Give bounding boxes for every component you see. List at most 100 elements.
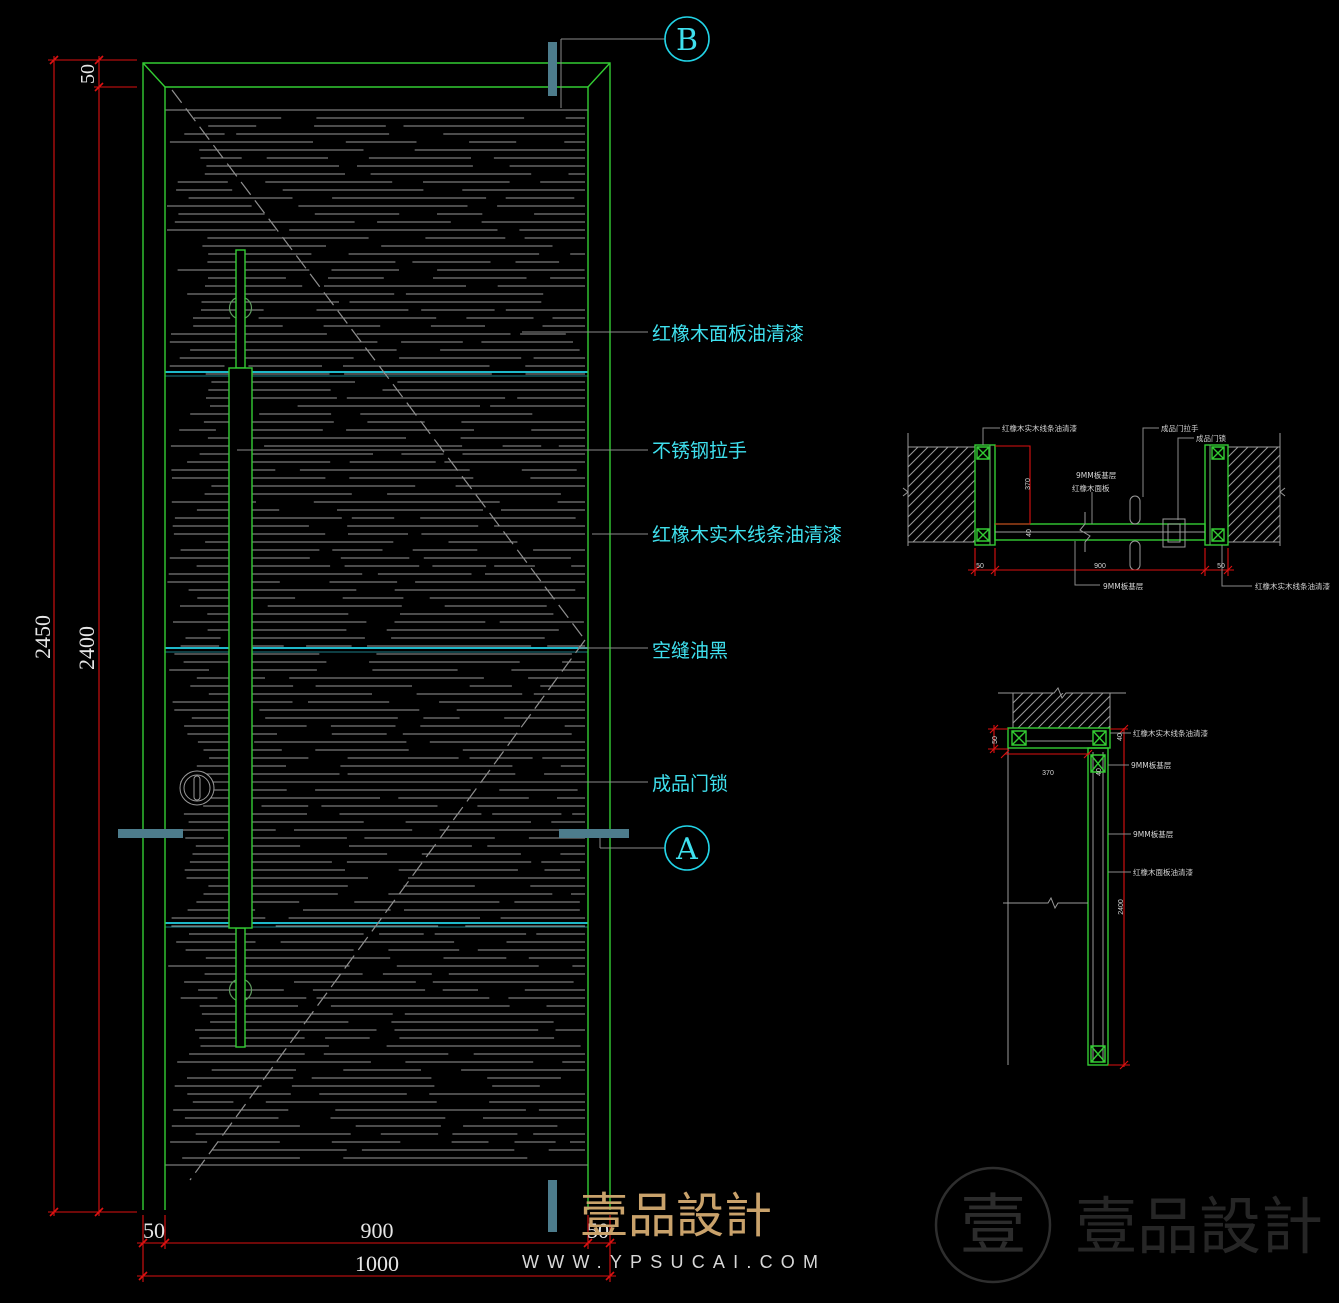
frame-miter-right <box>587 62 611 88</box>
watermark: 壹品設計 WWW.YPSUCAI.COM 壹 壹品設計 <box>522 1166 1323 1284</box>
wall-hatch-line <box>908 449 975 518</box>
handle-bar-upper <box>235 249 246 369</box>
wall-hatch-line <box>972 539 975 542</box>
a-dim-width: 900 <box>1094 563 1106 570</box>
b-dim-height: 2400 <box>1118 899 1125 915</box>
frame-block-cross <box>1211 446 1225 542</box>
wall-hatch-line <box>1057 693 1094 728</box>
wall-hatch-line <box>908 459 975 528</box>
a-label-panel: 红橡木面板 <box>1072 483 1110 493</box>
wall-hatch-line <box>1043 447 1138 542</box>
wall-hatch-line <box>1242 504 1280 542</box>
lock-rosette <box>179 770 215 806</box>
dim-leaf-height: 2400 <box>74 626 99 670</box>
wall-hatch-line <box>1228 447 1279 498</box>
wall-hatch-line <box>1138 693 1173 728</box>
wall-hatch-line <box>1128 693 1163 728</box>
marker-b-letter: B <box>676 23 698 58</box>
door-leaf-section <box>1087 747 1109 1066</box>
label-groove: 空缝油黑 <box>652 640 728 662</box>
wall-hatch-line <box>908 447 969 508</box>
swing-line-lower <box>189 639 586 1181</box>
section-a-detail: 红橡木实木线条油清漆 成品门拉手 成品门锁 9MM板基层 红橡木面板 9MM板基… <box>902 423 1339 591</box>
wall-hatch-line <box>1252 514 1280 542</box>
wall-hatch-line <box>1037 693 1074 728</box>
wall-hatch-line <box>962 529 975 542</box>
leaf-offset-outline <box>995 445 1031 525</box>
wall-hatch-line <box>1047 693 1084 728</box>
label-trim: 红橡木实木线条油清漆 <box>652 524 842 546</box>
wall-hatch-line <box>1232 494 1280 542</box>
wall-hatch-right <box>1228 447 1339 542</box>
section-b-detail: 红橡木实木线条油清漆 9MM板基层 9MM板基层 红橡木面板油清漆 50 40 … <box>988 687 1208 1070</box>
section-marker-b: B <box>548 16 710 108</box>
b-dim-frame-right: 40 <box>1117 733 1124 741</box>
section-cut-bar-right <box>559 829 629 838</box>
dim-left-stile: 50 <box>143 1218 165 1243</box>
wall-hatch-line <box>908 447 949 488</box>
frame-block-cross <box>976 446 990 542</box>
a-label-base: 9MM板基层 <box>1076 470 1117 480</box>
marker-a-letter: A <box>675 832 698 867</box>
wall-hatch-line <box>1077 695 1110 728</box>
wall-hatch-line <box>1303 447 1339 542</box>
wall-hatch-line <box>1013 693 1044 724</box>
wall-hatch-line <box>1118 693 1153 728</box>
frame-block-cross <box>1090 754 1106 1063</box>
wall-hatch-line <box>1013 693 1014 694</box>
watermark-brand: 壹品設計 <box>580 1188 772 1244</box>
a-label-trim-top: 红橡木实木线条油清漆 <box>1002 423 1077 433</box>
a-label-trim-bottom: 红橡木实木线条油清漆 <box>1255 581 1330 591</box>
watermark-logo-circle <box>934 1166 1052 1284</box>
section-b-dim-lines <box>988 724 1130 1070</box>
door-lock <box>179 770 215 806</box>
wall-hatch-line <box>908 447 939 478</box>
wall-hatch-line <box>1323 447 1339 542</box>
dim-overall-width: 1000 <box>355 1251 399 1276</box>
wall-hatch-line <box>952 519 975 542</box>
wall-hatch-left <box>908 447 1148 542</box>
dim-top-rail: 50 <box>77 64 99 84</box>
a-label-handle: 成品门拉手 <box>1161 423 1199 433</box>
a-dim-depth: 370 <box>1025 478 1032 490</box>
wall-hatch-line <box>1067 693 1104 728</box>
wall-hatch-line <box>1023 447 1118 542</box>
wall-hatch-line <box>1027 693 1064 728</box>
b-label-base: 9MM板基层 <box>1133 829 1174 839</box>
lock-body-plan <box>1162 518 1186 548</box>
wall-hatch-line <box>912 479 975 542</box>
material-labels: 红橡木面板油清漆 不锈钢拉手 红橡木实木线条油清漆 空缝油黑 成品门锁 <box>652 323 842 795</box>
wall-hatch-line <box>1228 447 1239 458</box>
section-a-leaders <box>982 427 1252 587</box>
frame-jamb-right <box>1204 444 1229 546</box>
wall-hatch-line <box>908 447 929 468</box>
door-swing-lines <box>171 89 586 1181</box>
wall-hatch-line <box>922 489 975 542</box>
wall-hatch-line <box>1107 725 1110 728</box>
wall-hatch-line <box>993 447 1088 542</box>
handle-bar-lower <box>235 927 246 1048</box>
dim-overall-height: 2450 <box>30 615 55 659</box>
wall-hatch-line <box>1333 447 1339 542</box>
wall-hatch-line <box>1053 447 1148 542</box>
a-label-base-bottom: 9MM板基层 <box>1103 581 1144 591</box>
wall-hatch-line <box>1228 484 1280 538</box>
wall-hatch-line <box>908 447 959 498</box>
a-dim-right: 50 <box>1217 563 1225 570</box>
wall-hatch-line <box>1097 715 1110 728</box>
wall-hatch-line <box>908 469 975 538</box>
wall-hatch-line <box>942 509 975 542</box>
frame-miter-left <box>142 62 166 88</box>
wall-hatch-line <box>1228 454 1280 508</box>
wall-hatch-line <box>1017 693 1054 728</box>
b-label-trim: 红橡木实木线条油清漆 <box>1133 728 1208 738</box>
wall-hatch-line <box>1013 693 1024 704</box>
lock-ring <box>183 774 211 802</box>
wall-hatch-line <box>1228 447 1259 478</box>
dimension-lines <box>48 55 616 1282</box>
wall-hatch-line <box>1228 464 1280 518</box>
wall-hatch-line <box>1283 447 1339 542</box>
a-dim-leaf: 40 <box>1026 529 1033 537</box>
label-handle: 不锈钢拉手 <box>652 440 747 462</box>
